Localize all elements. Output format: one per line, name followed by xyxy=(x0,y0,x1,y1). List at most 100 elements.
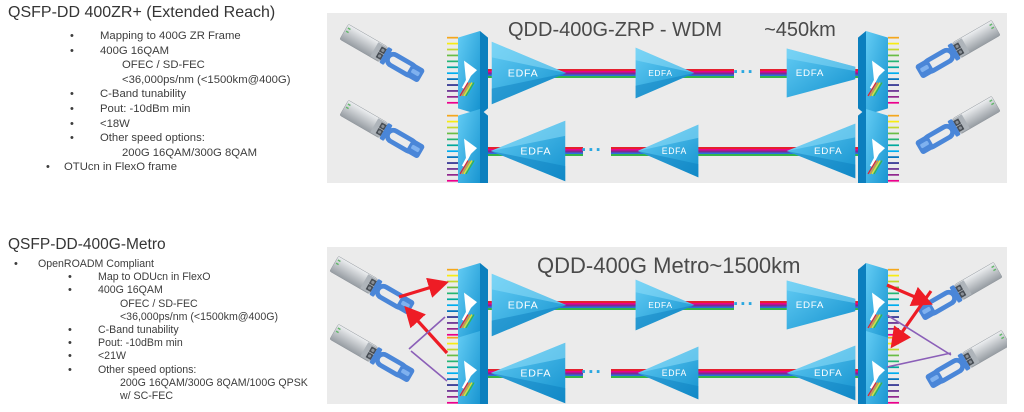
fiber-ribbon xyxy=(487,301,734,310)
edfa-amplifier: EDFA xyxy=(635,279,695,331)
edfa-amplifier-icon: EDFA xyxy=(491,41,567,105)
edfa-amplifier: EDFA xyxy=(491,41,567,105)
qsfp-dd-module xyxy=(907,261,1003,337)
edfa-label: EDFA xyxy=(648,68,672,78)
wdm-mux xyxy=(447,31,491,115)
edfa-label: EDFA xyxy=(648,300,672,310)
wdm-mux xyxy=(447,331,491,404)
spec-item: C-Band tunability xyxy=(8,324,330,337)
spec-item: w/ SC-FEC xyxy=(120,390,173,403)
spec-item: OTUcn in FlexO frame xyxy=(8,160,324,175)
fiber-ribbon xyxy=(611,147,859,156)
wdm-demux xyxy=(855,263,899,347)
wdm-mux xyxy=(447,109,491,183)
edfa-label: EDFA xyxy=(814,147,842,158)
wdm-demux-icon xyxy=(858,263,899,347)
wdm-mux-icon xyxy=(447,109,488,183)
qsfp-dd-module-icon xyxy=(330,256,415,314)
qsfp-dd-module xyxy=(329,323,425,399)
spec-item: <36,000ps/nm (<1500km@400G) xyxy=(122,73,291,86)
zrp-wdm-diagram-panel: QDD-400G-ZRP - WDM ~450km ... EDFA EDFA EDF… xyxy=(327,13,1007,183)
spec-item: OFEC / SD-FEC xyxy=(120,297,198,310)
wdm-mux-icon xyxy=(447,31,488,115)
qsfp-metro-spec-block: QSFP-DD-400G-Metro OpenROADM CompliantMa… xyxy=(8,236,330,403)
metro-panel-title: QDD-400G Metro~1500km xyxy=(537,253,801,279)
qsfp-dd-module xyxy=(905,19,1001,95)
qsfp-dd-module-icon xyxy=(330,324,415,382)
edfa-amplifier-icon: EDFA xyxy=(491,273,567,337)
edfa-amplifier-icon: EDFA xyxy=(786,345,856,401)
spec-item: <21W xyxy=(8,350,330,363)
edfa-amplifier-icon: EDFA xyxy=(786,48,856,98)
spec-item: Other speed options: xyxy=(8,131,324,146)
metro-spec-list: OpenROADM CompliantMap to ODUcn in FlexO… xyxy=(8,258,330,403)
edfa-label: EDFA xyxy=(796,69,825,78)
wdm-mux-icon xyxy=(447,263,488,347)
zrp-panel-distance: ~450km xyxy=(764,19,836,41)
spec-item: 200G 16QAM/300G 8QAM xyxy=(122,146,257,159)
edfa-label: EDFA xyxy=(814,369,842,380)
edfa-amplifier-icon: EDFA xyxy=(786,123,856,179)
wdm-demux-icon xyxy=(858,331,899,404)
edfa-amplifier: EDFA xyxy=(491,273,567,337)
qsfp-zr-spec-block: QSFP-DD 400ZR+ (Extended Reach) Mapping … xyxy=(8,4,324,175)
zrp-panel-title: QDD-400G-ZRP - WDM ~450km xyxy=(508,19,836,42)
spec-item: OpenROADM Compliant xyxy=(8,258,330,271)
wdm-demux xyxy=(855,31,899,115)
edfa-amplifier: EDFA xyxy=(786,345,856,401)
spec-item: 400G 16QAM xyxy=(8,284,330,297)
edfa-amplifier-icon: EDFA xyxy=(490,120,566,182)
wdm-mux-icon xyxy=(447,331,488,404)
edfa-amplifier: EDFA xyxy=(490,342,566,404)
wdm-demux-icon xyxy=(858,109,899,183)
fiber-continuation-dots: ... xyxy=(581,135,603,156)
spec-item: Map to ODUcn in FlexO xyxy=(8,271,330,284)
qsfp-dd-module xyxy=(339,99,435,175)
qsfp-dd-module xyxy=(905,95,1001,171)
edfa-amplifier: EDFA xyxy=(786,46,856,100)
spec-item: Other speed options: xyxy=(8,364,330,377)
spec-item: OFEC / SD-FEC xyxy=(122,59,205,72)
qsfp-dd-module-icon xyxy=(915,20,1000,78)
edfa-amplifier: EDFA xyxy=(637,346,699,400)
qsfp-dd-module xyxy=(329,255,425,331)
edfa-amplifier-icon: EDFA xyxy=(635,47,695,99)
fiber-ribbon xyxy=(611,369,859,378)
spec-item: <18W xyxy=(8,117,324,132)
fiber-ribbon xyxy=(487,69,734,78)
spec-item: 400G 16QAM xyxy=(8,44,324,59)
edfa-amplifier-icon: EDFA xyxy=(635,279,695,331)
edfa-amplifier-icon: EDFA xyxy=(637,346,699,400)
qsfp-dd-module-icon xyxy=(340,100,425,158)
spec-item: Pout: -10dBm min xyxy=(8,102,324,117)
wdm-demux xyxy=(855,109,899,183)
edfa-label: EDFA xyxy=(662,368,687,378)
edfa-amplifier-icon: EDFA xyxy=(637,124,699,178)
edfa-label: EDFA xyxy=(520,147,551,158)
wdm-demux-icon xyxy=(858,31,899,115)
edfa-label: EDFA xyxy=(520,369,551,380)
qsfp-dd-module xyxy=(339,23,435,99)
fiber-continuation-dots: ... xyxy=(733,57,755,78)
metro-panel-title-text: QDD-400G Metro~1500km xyxy=(537,253,801,278)
edfa-amplifier-icon: EDFA xyxy=(786,280,856,330)
edfa-label: EDFA xyxy=(662,146,687,156)
spec-item: <36,000ps/nm (<1500km@400G) xyxy=(120,310,278,323)
fiber-continuation-dots: ... xyxy=(733,289,755,310)
spec-item: Pout: -10dBm min xyxy=(8,337,330,350)
fiber-continuation-dots: ... xyxy=(581,357,603,378)
wdm-demux xyxy=(855,331,899,404)
edfa-amplifier: EDFA xyxy=(490,120,566,182)
edfa-amplifier-icon: EDFA xyxy=(490,342,566,404)
metro-spec-title: QSFP-DD-400G-Metro xyxy=(8,236,166,253)
qsfp-dd-module-icon xyxy=(925,330,1007,388)
zr-spec-title: QSFP-DD 400ZR+ (Extended Reach) xyxy=(8,4,276,21)
wdm-mux xyxy=(447,263,491,347)
qsfp-dd-module xyxy=(915,329,1007,404)
qsfp-dd-module-icon xyxy=(917,262,1002,320)
edfa-amplifier: EDFA xyxy=(635,47,695,99)
zrp-panel-title-text: QDD-400G-ZRP - WDM xyxy=(508,19,723,41)
spec-item: C-Band tunability xyxy=(8,87,324,102)
qsfp-dd-module-icon xyxy=(340,24,425,82)
